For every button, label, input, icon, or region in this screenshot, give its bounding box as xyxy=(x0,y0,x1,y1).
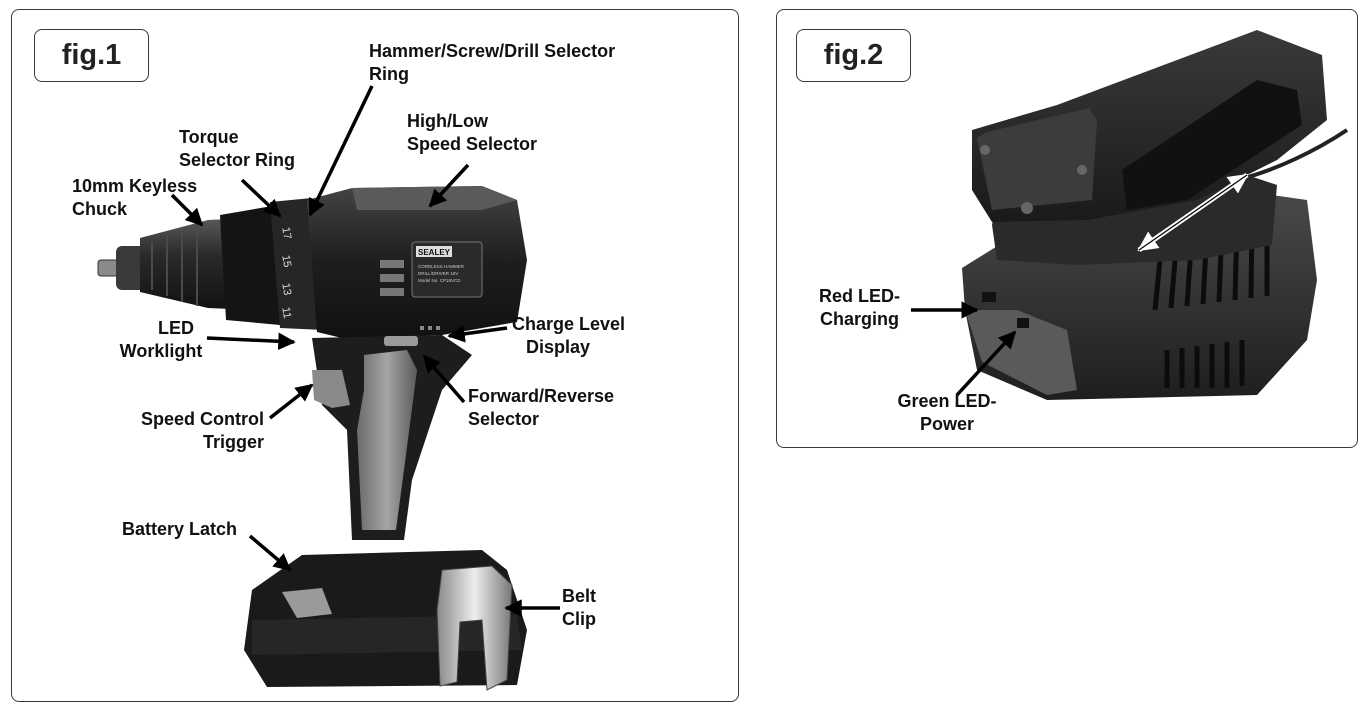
drill-handle-part xyxy=(312,326,472,540)
arrow-forward-reverse xyxy=(422,354,466,404)
torque-11: 11 xyxy=(279,306,293,319)
torque-15: 15 xyxy=(279,254,293,268)
product-line3: Model No. CP18VCD xyxy=(418,278,461,283)
torque-13: 13 xyxy=(279,282,293,296)
green-led-part xyxy=(1017,318,1029,328)
arrow-charge-level xyxy=(447,325,508,343)
arrow-led xyxy=(206,332,296,351)
belt-clip-part xyxy=(436,565,513,691)
fig1-title: fig.1 xyxy=(34,29,149,82)
arrow-torque xyxy=(240,178,282,218)
label-battery-latch: Battery Latch xyxy=(122,519,238,539)
product-line2: DRILL/DRIVER 18V xyxy=(418,271,458,276)
drill-illustration: 17 15 13 11 SEALEY CORDLESS HAMMER DRILL… xyxy=(97,85,560,691)
battery-part xyxy=(244,550,527,691)
arrow-hammer-selector xyxy=(308,85,374,217)
label-red-led: Red LED-Charging xyxy=(819,286,900,329)
fig2-panel: fig.2 xyxy=(776,9,1358,448)
drill-body-part: SEALEY CORDLESS HAMMER DRILL/DRIVER 18V … xyxy=(307,186,527,338)
brand-label: SEALEY xyxy=(418,248,451,257)
charger-illustration xyxy=(911,30,1349,400)
trigger-part xyxy=(312,370,350,408)
fig1-panel: fig.1 xyxy=(11,9,739,702)
arrow-battery-latch xyxy=(248,534,292,572)
product-line1: CORDLESS HAMMER xyxy=(418,264,465,269)
red-led-part xyxy=(982,292,996,302)
chuck-part xyxy=(97,206,280,325)
fig2-title: fig.2 xyxy=(796,29,911,82)
battery-latch-part xyxy=(282,588,332,618)
arrow-speed-trigger xyxy=(268,383,314,420)
arrow-high-low xyxy=(428,163,470,208)
label-green-led: Green LED-Power xyxy=(897,391,997,434)
torque-17: 17 xyxy=(279,226,293,240)
arrow-chuck xyxy=(170,193,204,227)
fr-selector-part xyxy=(384,336,418,346)
arrow-green-led xyxy=(955,330,1017,397)
